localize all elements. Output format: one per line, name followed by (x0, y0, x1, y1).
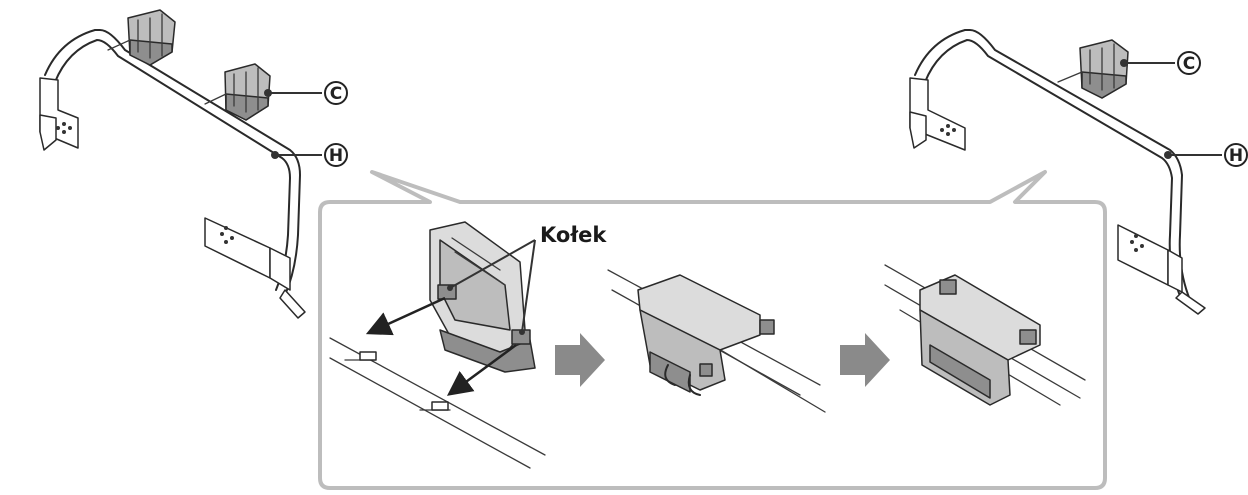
step-arrow-2 (840, 333, 890, 387)
left-frame-tube-inner (54, 39, 291, 291)
step3-clip-locked (884, 264, 1086, 406)
step-arrow-1 (555, 333, 605, 387)
step2-clip-on-rails (607, 269, 826, 413)
right-label-c: C (1183, 54, 1195, 74)
right-frame-end-bracket (909, 77, 966, 151)
left-label-c: C (330, 84, 342, 104)
pin-label: Kołek (540, 223, 607, 247)
right-callout-h: H (1164, 143, 1248, 167)
left-frame-assembly: C H (39, 9, 348, 319)
left-frame-tube (44, 29, 301, 296)
step1-clip-insertion: Kołek (329, 221, 607, 469)
left-frame-clip-1 (107, 9, 176, 66)
right-label-h: H (1229, 146, 1243, 166)
left-callout-c: C (264, 81, 348, 105)
right-frame-assembly: C H (909, 29, 1248, 315)
left-callout-h: H (271, 143, 348, 167)
right-callout-c: C (1120, 51, 1201, 75)
left-frame-foot-bracket (204, 217, 306, 319)
left-frame-end-bracket (39, 77, 79, 151)
insertion-arrow-left (365, 296, 446, 336)
right-frame-foot-bracket (1117, 224, 1206, 315)
left-frame-clip-2 (204, 63, 271, 121)
right-frame-tube (914, 29, 1191, 301)
insertion-arrow-right (446, 343, 517, 396)
left-label-h: H (329, 146, 343, 166)
right-frame-clip (1057, 39, 1129, 99)
